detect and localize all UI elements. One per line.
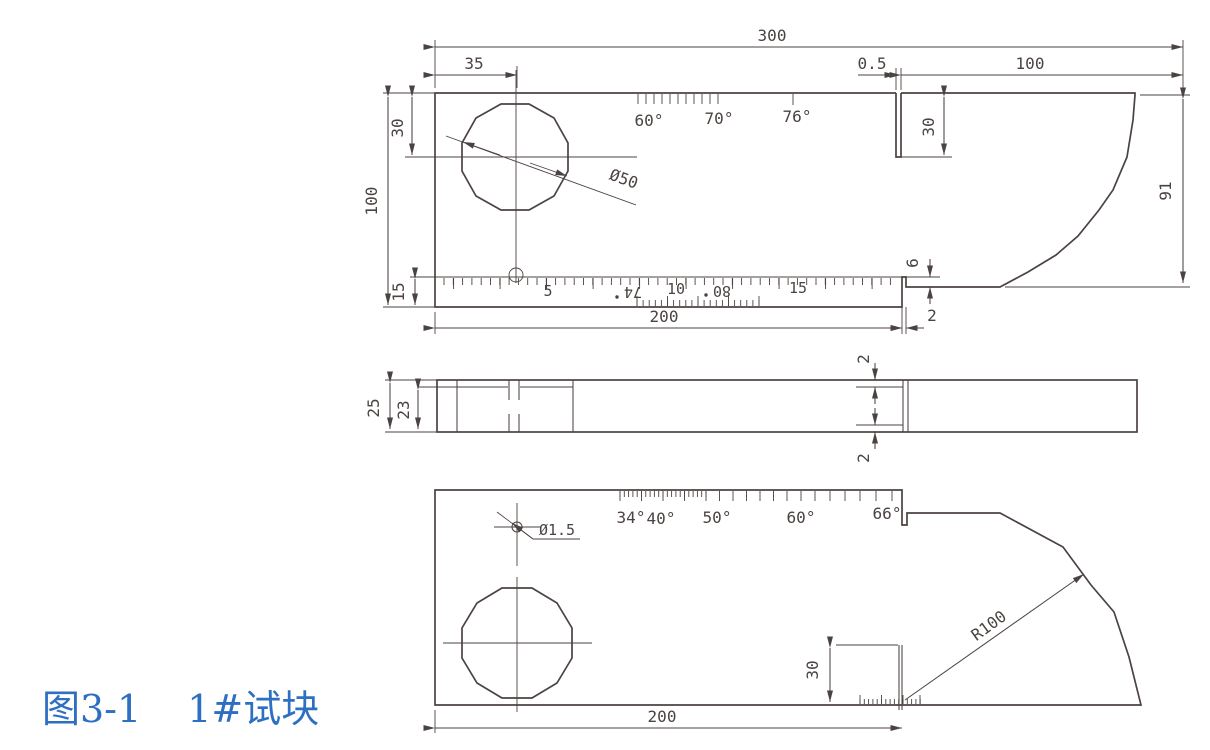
ruler-ticks-major <box>453 278 873 289</box>
hole-50 <box>461 103 569 211</box>
dim-label-30-hole: 30 <box>388 118 407 137</box>
leader-arrow <box>462 141 501 156</box>
bottom-view: Ø1.5 34° 40° 50° 60° 66° 30 R100 200 <box>423 489 1143 733</box>
angle-label-50: 50° <box>703 508 732 527</box>
radius-label-r100: R100 <box>968 607 1010 645</box>
angle-label-40: 40° <box>647 509 676 528</box>
angle-ticks <box>637 94 794 105</box>
dim-label-200: 200 <box>650 307 679 326</box>
ruler-number-5: 5 <box>543 282 552 300</box>
top-view-outline <box>434 92 1136 308</box>
mirrored-scale-ticks-major <box>636 296 760 306</box>
dim-label-91: 91 <box>1156 181 1175 200</box>
figure-caption: 图3-1 1#试块 <box>42 678 319 733</box>
angle-label-70: 70° <box>705 109 734 128</box>
leader-arrow <box>529 162 568 177</box>
angle-label-34: 34° <box>617 508 646 527</box>
angle-label-60: 60° <box>635 111 664 130</box>
middle-view: 25 23 2 2 <box>364 354 1138 463</box>
middle-internal-lines <box>418 380 909 432</box>
extension-lines <box>383 40 1190 334</box>
scale-dot <box>704 293 708 297</box>
hole-1-5-arrow <box>511 522 534 540</box>
angle-label-76: 76° <box>783 107 812 126</box>
angle-label-66: 66° <box>873 504 902 523</box>
dim-label-23: 23 <box>394 400 413 419</box>
dim-label-0-5: 0.5 <box>858 54 887 73</box>
dim-label-300: 300 <box>758 26 787 45</box>
middle-view-outline <box>436 379 1138 433</box>
ruler-number-10: 10 <box>667 280 685 298</box>
dim-label-30-slot: 30 <box>919 117 938 136</box>
top-view: 300 35 0.5 100 60° 70° 76° Ø50 30 100 15… <box>362 26 1190 334</box>
hole-1-5-crosshair <box>494 503 541 712</box>
angle-scale-major <box>619 491 707 501</box>
angle-scale-sparse <box>719 491 893 501</box>
mirrored-number-74: 74 <box>624 283 642 301</box>
angle-label-60: 60° <box>787 508 816 527</box>
dim-label-6: 6 <box>903 258 922 268</box>
hole-50-bottom <box>461 587 573 699</box>
dim-label-2-bottom: 2 <box>854 453 873 463</box>
dim-label-100-right: 100 <box>1016 54 1045 73</box>
bottom-comb-major <box>859 695 921 704</box>
middle-extensions <box>385 379 437 433</box>
bottom-comb <box>859 699 921 704</box>
step-lines <box>898 645 903 710</box>
dim-label-25: 25 <box>364 398 383 417</box>
hole-label-1-5: Ø1.5 <box>539 521 575 539</box>
dim-label-200-bottom: 200 <box>648 707 677 726</box>
mirrored-number-80: 80 <box>713 282 731 300</box>
dim-label-15: 15 <box>389 282 408 301</box>
dim-label-2-top: 2 <box>854 354 873 364</box>
scale-dot <box>615 295 619 299</box>
dim-label-35: 35 <box>464 54 483 73</box>
dim-label-2: 2 <box>927 306 937 325</box>
bottom-view-outline <box>434 489 1143 706</box>
hole-label-50: Ø50 <box>607 165 641 193</box>
figure-number: 图3-1 <box>42 687 142 731</box>
ruler-number-15: 15 <box>789 279 807 297</box>
top-slot <box>895 93 902 158</box>
index-point <box>508 267 524 283</box>
dim-label-30-step: 30 <box>803 660 822 679</box>
figure-title: 1#试块 <box>187 687 320 731</box>
dim-label-100-left: 100 <box>362 187 381 216</box>
radius-r100 <box>904 573 1085 701</box>
